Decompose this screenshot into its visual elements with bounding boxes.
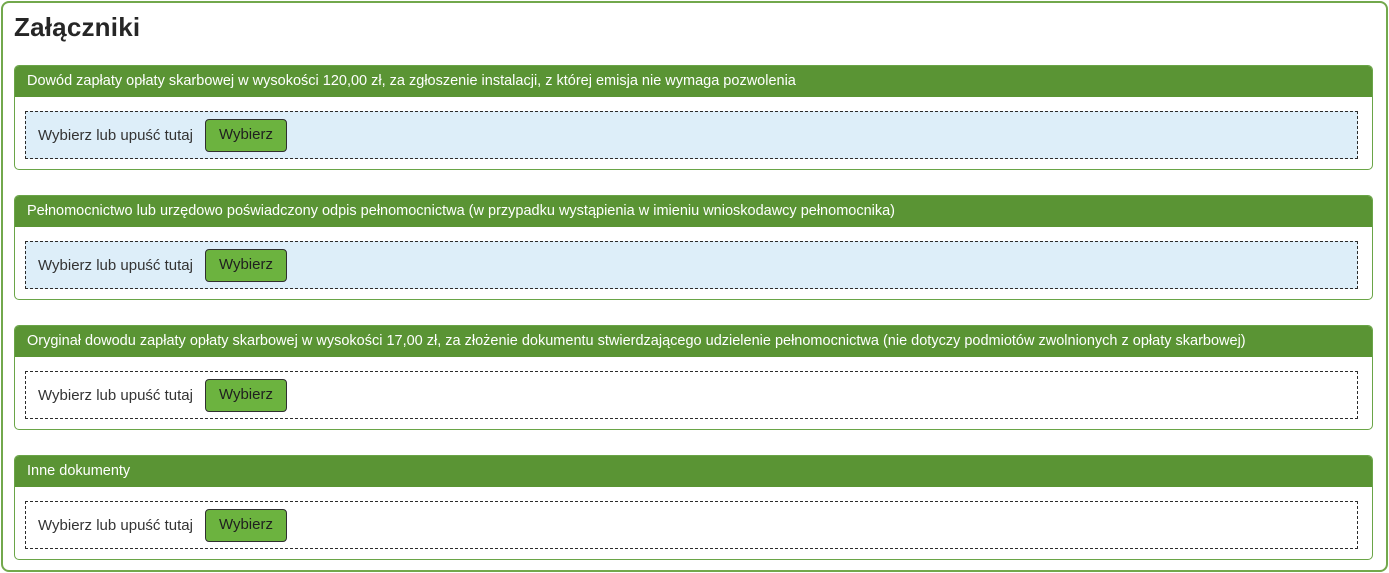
section-body: Wybierz lub upuść tutaj Wybierz xyxy=(15,357,1372,429)
section-header: Oryginał dowodu zapłaty opłaty skarbowej… xyxy=(15,326,1372,357)
file-dropzone[interactable]: Wybierz lub upuść tutaj Wybierz xyxy=(25,371,1358,419)
section-header: Inne dokumenty xyxy=(15,456,1372,487)
section-body: Wybierz lub upuść tutaj Wybierz xyxy=(15,227,1372,299)
attachment-section-other-documents: Inne dokumenty Wybierz lub upuść tutaj W… xyxy=(14,455,1373,560)
dropzone-hint: Wybierz lub upuść tutaj xyxy=(38,386,193,404)
attachment-section-proof-of-payment-17: Oryginał dowodu zapłaty opłaty skarbowej… xyxy=(14,325,1373,430)
choose-file-button[interactable]: Wybierz xyxy=(204,248,287,282)
file-dropzone[interactable]: Wybierz lub upuść tutaj Wybierz xyxy=(25,241,1358,289)
section-body: Wybierz lub upuść tutaj Wybierz xyxy=(15,97,1372,169)
file-dropzone[interactable]: Wybierz lub upuść tutaj Wybierz xyxy=(25,111,1358,159)
dropzone-hint: Wybierz lub upuść tutaj xyxy=(38,126,193,144)
section-body: Wybierz lub upuść tutaj Wybierz xyxy=(15,487,1372,559)
attachments-content: Załączniki Dowód zapłaty opłaty skarbowe… xyxy=(14,12,1373,560)
section-header: Pełnomocnictwo lub urzędowo poświadczony… xyxy=(15,196,1372,227)
file-dropzone[interactable]: Wybierz lub upuść tutaj Wybierz xyxy=(25,501,1358,549)
attachment-section-proof-of-payment-120: Dowód zapłaty opłaty skarbowej w wysokoś… xyxy=(14,65,1373,170)
attachment-section-power-of-attorney: Pełnomocnictwo lub urzędowo poświadczony… xyxy=(14,195,1373,300)
choose-file-button[interactable]: Wybierz xyxy=(204,118,287,152)
choose-file-button[interactable]: Wybierz xyxy=(204,378,287,412)
dropzone-hint: Wybierz lub upuść tutaj xyxy=(38,516,193,534)
section-header: Dowód zapłaty opłaty skarbowej w wysokoś… xyxy=(15,66,1372,97)
choose-file-button[interactable]: Wybierz xyxy=(204,508,287,542)
dropzone-hint: Wybierz lub upuść tutaj xyxy=(38,256,193,274)
page-title: Załączniki xyxy=(14,12,141,42)
